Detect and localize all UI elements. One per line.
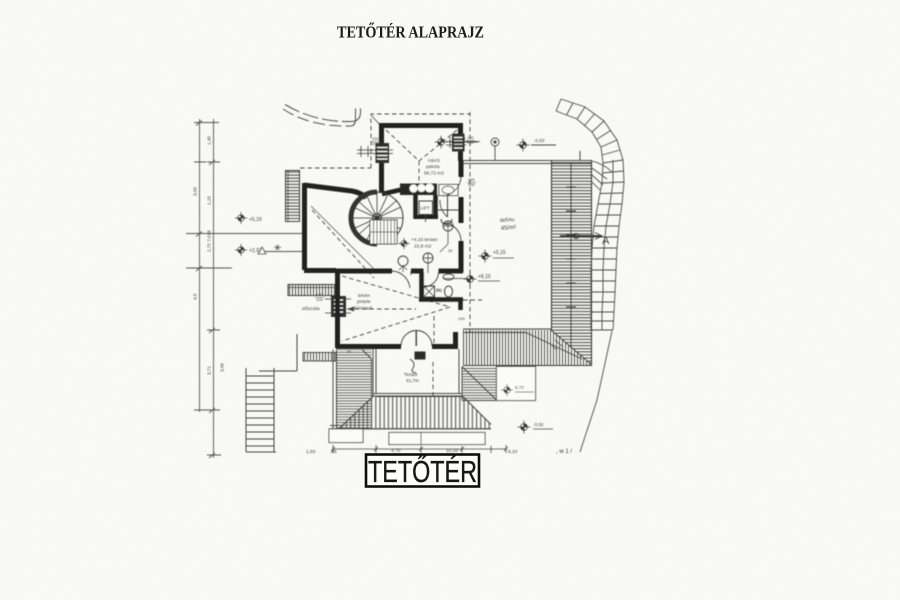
svg-text:60: 60 bbox=[347, 349, 352, 354]
svg-text:TETŐTÉR: TETŐTÉR bbox=[368, 454, 477, 489]
svg-text:41,7m: 41,7m bbox=[406, 378, 419, 383]
svg-text:előszoba: előszoba bbox=[302, 306, 320, 311]
svg-text:120: 120 bbox=[316, 292, 323, 297]
svg-text:HàVS: HàVS bbox=[428, 158, 440, 163]
svg-text:8,10: 8,10 bbox=[508, 449, 518, 455]
svg-text:, w 1 /: , w 1 / bbox=[556, 449, 572, 455]
svg-text:4,70: 4,70 bbox=[391, 448, 401, 454]
svg-text:+4,15 terasz: +4,15 terasz bbox=[411, 237, 438, 243]
svg-text:2,72 7,018: 2,72 7,018 bbox=[207, 230, 212, 252]
svg-text:130: 130 bbox=[467, 135, 474, 140]
svg-text:-3,02: -3,02 bbox=[533, 422, 544, 427]
svg-text:10,26: 10,26 bbox=[446, 448, 458, 454]
svg-text:1,93: 1,93 bbox=[306, 449, 316, 455]
svg-text:90: 90 bbox=[436, 287, 441, 292]
svg-text:1,40: 1,40 bbox=[207, 136, 212, 145]
svg-text:500: 500 bbox=[468, 182, 475, 187]
svg-text:3,71: 3,71 bbox=[207, 366, 212, 375]
svg-text:100: 100 bbox=[316, 297, 323, 302]
svg-text:TETŐTÉR ALAPRAJZ: TETŐTÉR ALAPRAJZ bbox=[337, 23, 484, 42]
svg-text:22,8 m2: 22,8 m2 bbox=[414, 244, 432, 250]
svg-text:tikRAu: tikRAu bbox=[500, 217, 515, 224]
svg-text:,95: ,95 bbox=[330, 449, 337, 455]
svg-text:+2,97: +2,97 bbox=[249, 248, 262, 254]
svg-text:6,70: 6,70 bbox=[515, 385, 524, 390]
svg-text:lelvén: lelvén bbox=[358, 293, 370, 298]
svg-text:100: 100 bbox=[458, 316, 465, 321]
svg-text:LIFT: LIFT bbox=[421, 206, 431, 211]
svg-text:3,56: 3,56 bbox=[220, 363, 225, 372]
svg-text:1,15: 1,15 bbox=[207, 196, 212, 205]
svg-text:45/m²: 45/m² bbox=[501, 225, 517, 232]
svg-text:500: 500 bbox=[372, 141, 379, 146]
svg-text:130: 130 bbox=[468, 177, 475, 182]
svg-text:pintele: pintele bbox=[357, 299, 371, 304]
svg-text:62m2auf: 62m2auf bbox=[354, 306, 373, 311]
svg-text:3,00: 3,00 bbox=[193, 187, 198, 196]
svg-text:A: A bbox=[602, 235, 610, 247]
svg-text:pakola: pakola bbox=[426, 164, 440, 169]
svg-text:+8,15: +8,15 bbox=[478, 274, 491, 280]
svg-text:Terasz: Terasz bbox=[404, 372, 418, 377]
svg-text:56,72 m2: 56,72 m2 bbox=[424, 171, 444, 177]
svg-text:m2: m2 bbox=[436, 288, 443, 293]
svg-text:+5,19: +5,19 bbox=[249, 217, 262, 223]
svg-text:500: 500 bbox=[467, 140, 474, 145]
svg-text:+5,15: +5,15 bbox=[493, 250, 506, 256]
svg-text:30: 30 bbox=[448, 248, 453, 253]
svg-text:-0,53: -0,53 bbox=[534, 138, 545, 143]
svg-text:150: 150 bbox=[372, 136, 379, 141]
svg-text:4,5: 4,5 bbox=[193, 293, 198, 300]
